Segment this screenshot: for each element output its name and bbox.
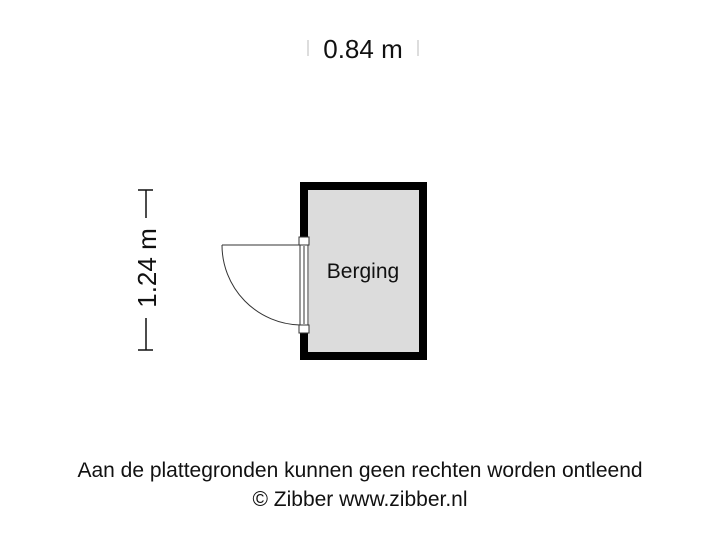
height-dimension: 1.24 m (132, 189, 162, 351)
width-dimension: 0.84 m (307, 34, 419, 64)
height-dimension-label: 1.24 m (132, 228, 162, 308)
room-floor (308, 190, 419, 352)
disclaimer-text: Aan de plattegronden kunnen geen rechten… (77, 459, 643, 482)
copyright-text: © Zibber www.zibber.nl (252, 488, 468, 511)
door (221, 236, 310, 334)
width-dimension-label: 0.84 m (323, 34, 403, 64)
door-hinge-top (298, 236, 310, 246)
room-label: Berging (327, 260, 399, 283)
door-hinge-bottom (298, 324, 310, 334)
door-swing-arc (221, 244, 301, 326)
room-berging (300, 182, 427, 360)
